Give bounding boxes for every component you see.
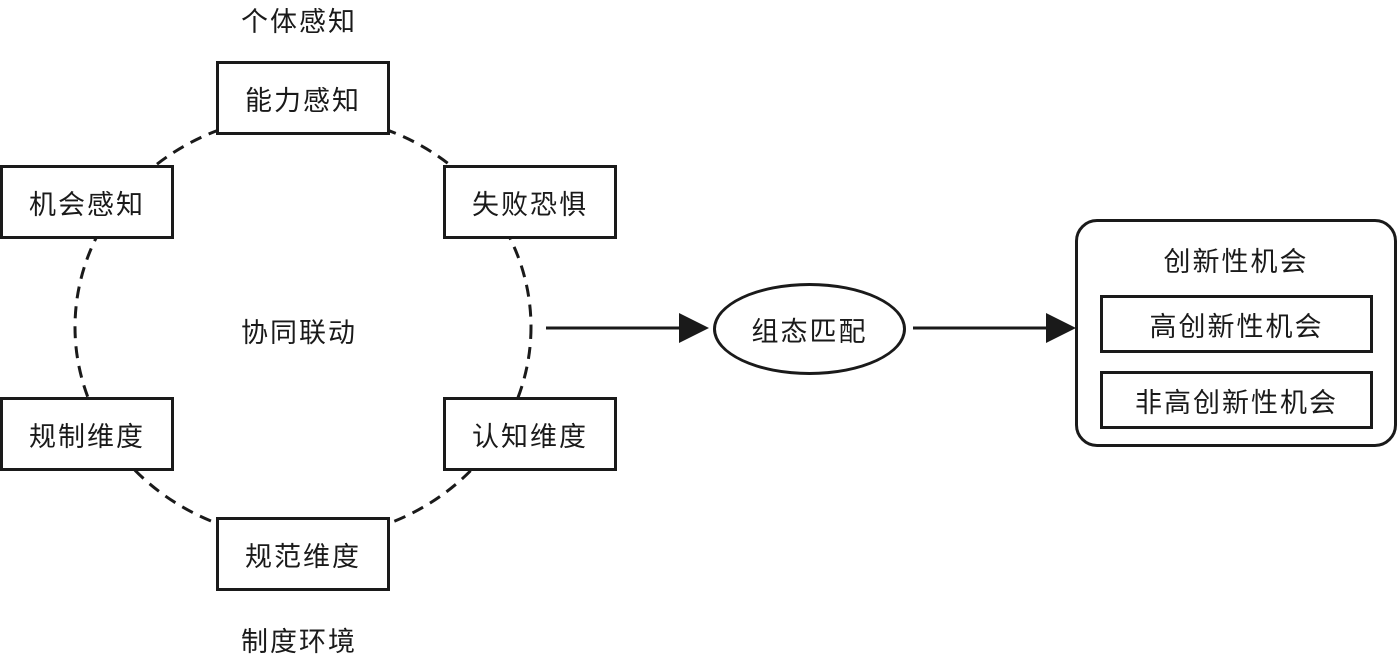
node-normative-dimension: 规范维度 xyxy=(216,517,390,591)
institutional-environment-label: 制度环境 xyxy=(241,627,357,658)
node-fear-of-failure: 失败恐惧 xyxy=(443,165,617,239)
individual-perception-label: 个体感知 xyxy=(241,7,357,38)
innovative-opportunity-group: 创新性机会 高创新性机会 非高创新性机会 xyxy=(1075,219,1397,447)
node-cognitive-dimension: 认知维度 xyxy=(443,397,617,471)
node-ability-perception: 能力感知 xyxy=(216,61,390,135)
outcome-title: 创新性机会 xyxy=(1163,247,1309,278)
node-opportunity-perception: 机会感知 xyxy=(0,165,174,239)
configuration-matching-node: 组态匹配 xyxy=(713,283,906,375)
outcome-high-innovative: 高创新性机会 xyxy=(1100,295,1373,353)
synergy-label: 协同联动 xyxy=(241,318,357,349)
outcome-non-high-innovative: 非高创新性机会 xyxy=(1100,371,1373,429)
node-regulative-dimension: 规制维度 xyxy=(0,397,174,471)
